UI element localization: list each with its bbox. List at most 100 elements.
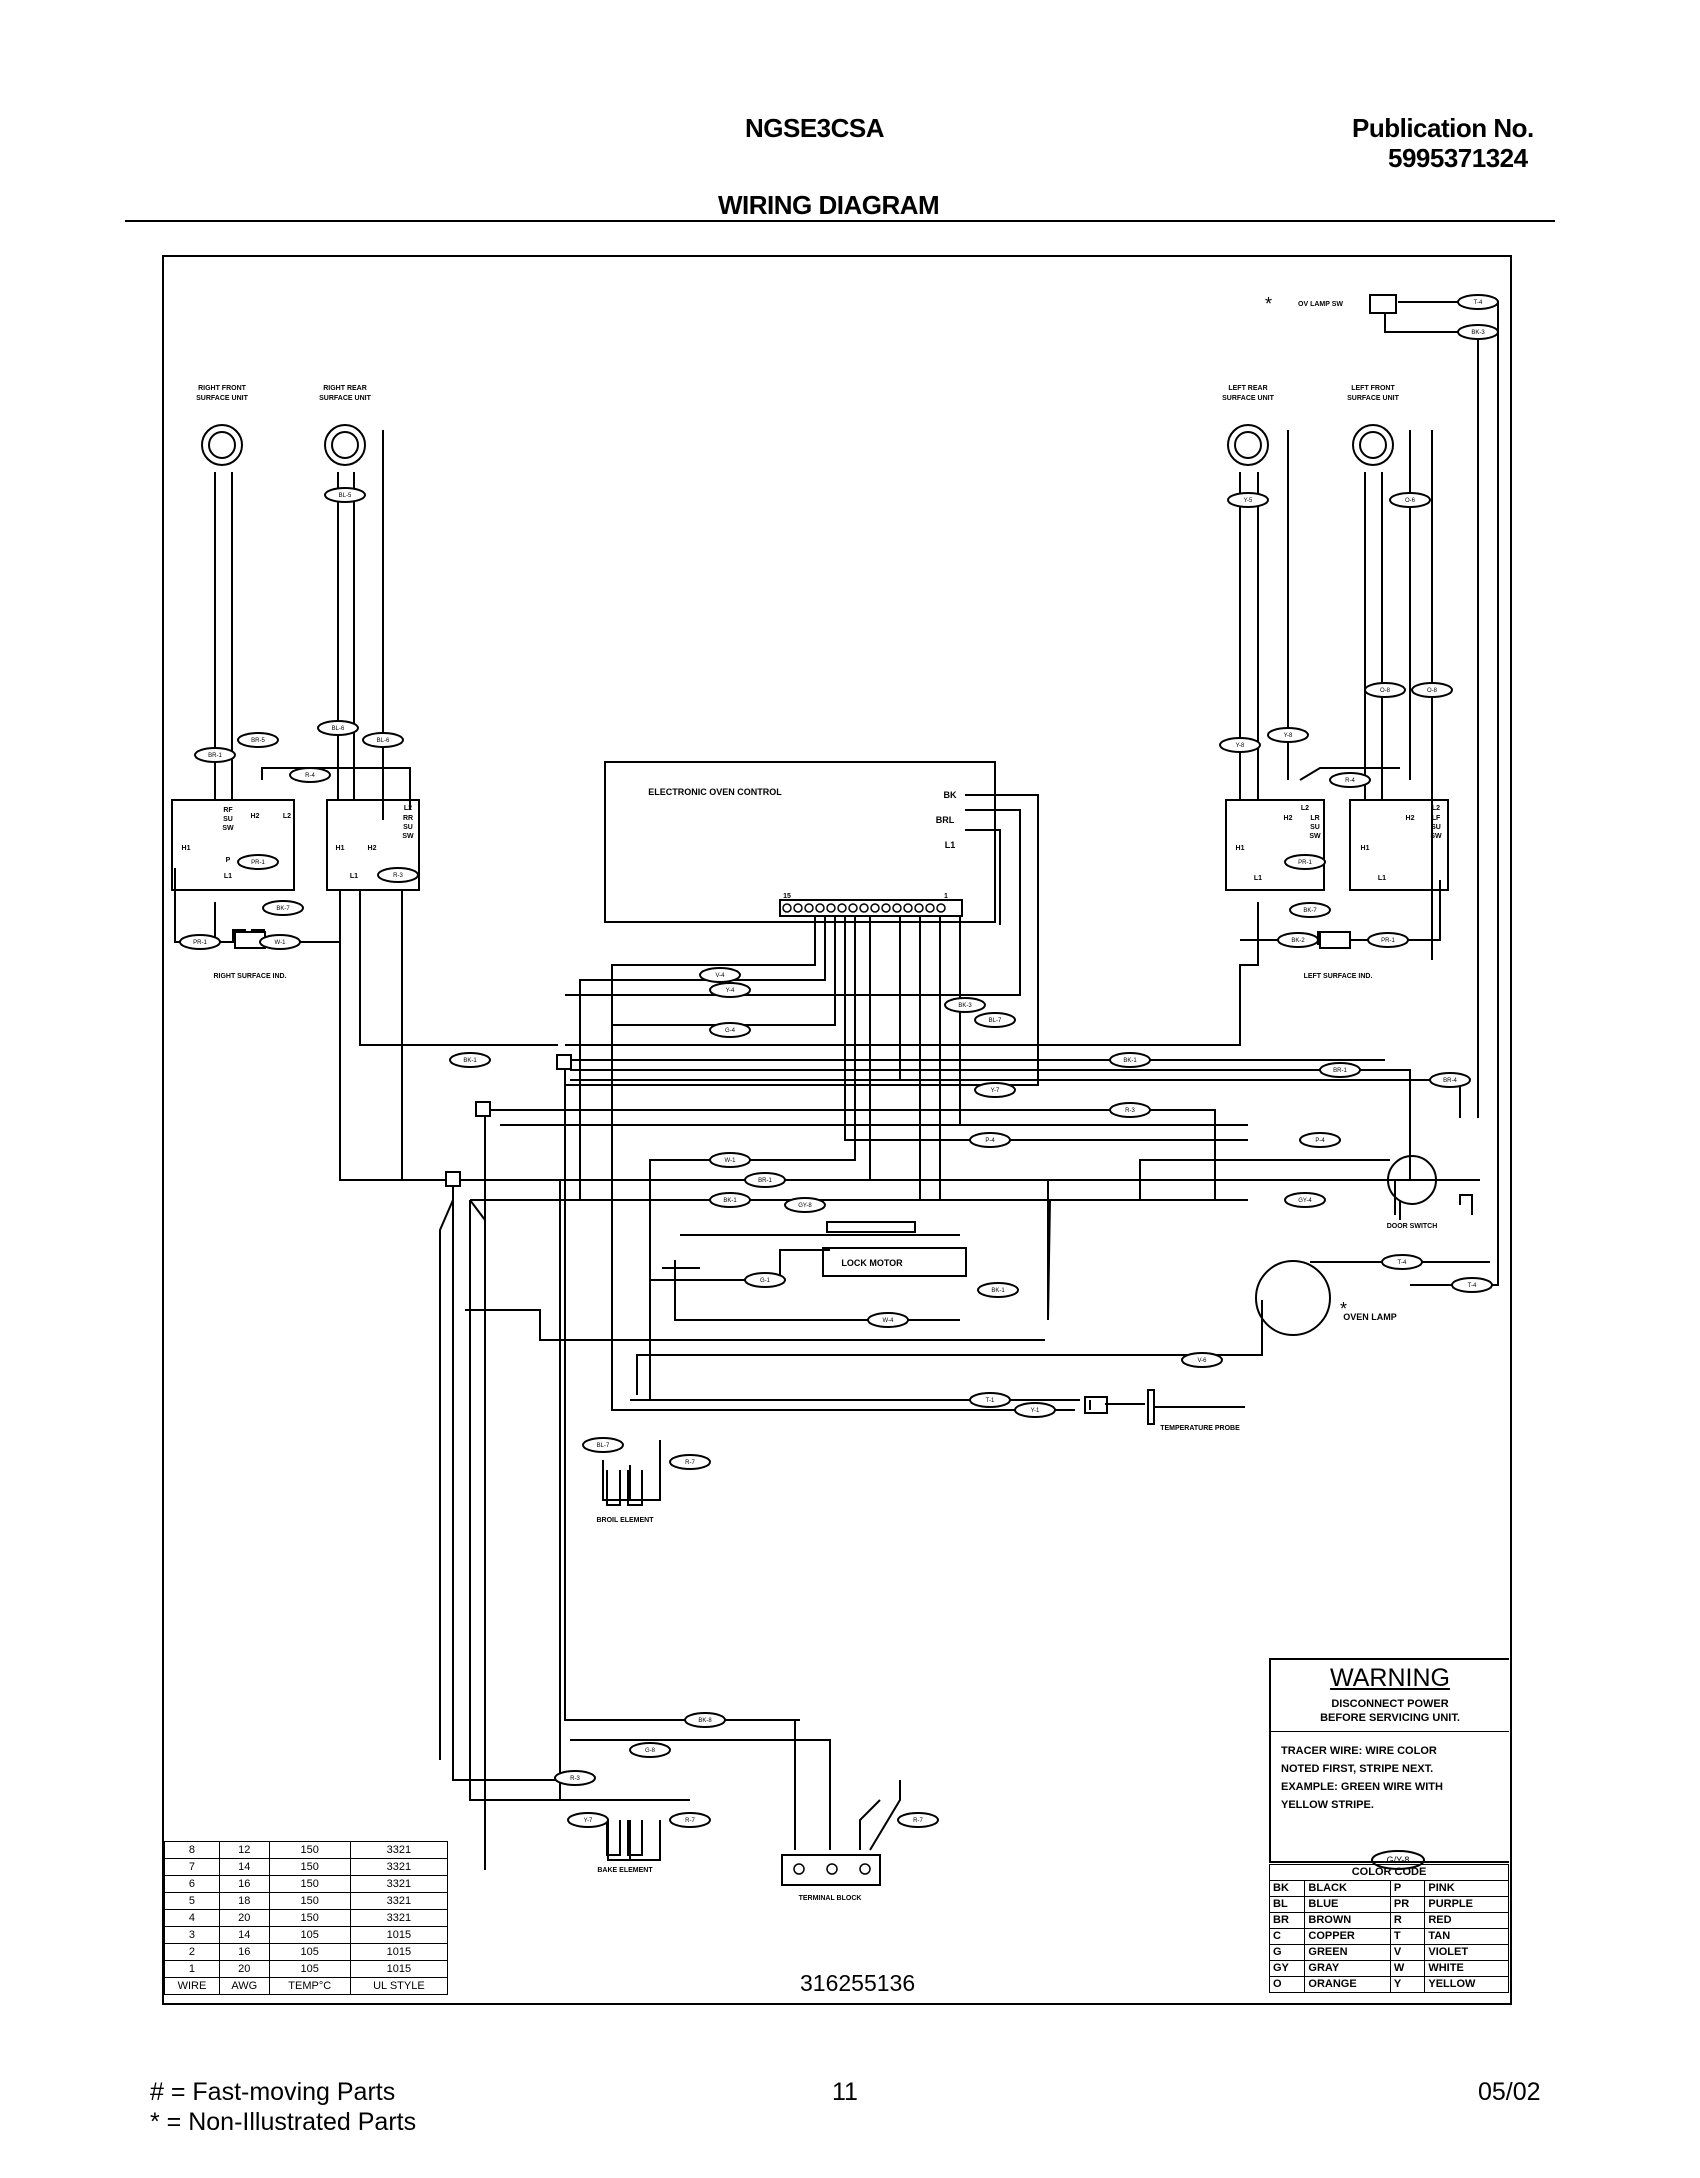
tracer-line: YELLOW STRIPE. — [1281, 1799, 1374, 1811]
lamp-switch-label: OV LAMP SW — [1298, 301, 1343, 308]
terminal-h1: H1 — [182, 845, 191, 852]
publication-label: Publication No. — [1352, 113, 1534, 143]
wire-tag: R-3 — [393, 873, 403, 879]
wire-tag: W-4 — [883, 1318, 895, 1324]
wire-tag: Y-5 — [1244, 498, 1253, 504]
wire-tag: BR-1 — [208, 753, 222, 759]
broil-element-label: BROIL ELEMENT — [596, 1517, 654, 1524]
lf-surface-unit — [1352, 424, 1394, 466]
terminal-h1: H1 — [1361, 845, 1370, 852]
lf-sw-label: SU — [1431, 824, 1441, 831]
wire-tag: W-1 — [725, 1158, 737, 1164]
rf-unit-label: SURFACE UNIT — [196, 395, 248, 402]
junction-blocks — [232, 294, 1397, 1187]
terminal-h1: H1 — [1236, 845, 1245, 852]
legend-fast-moving: # = Fast-moving Parts — [150, 2078, 396, 2106]
wire-tag: BK-7 — [276, 906, 290, 912]
terminal-l2: L2 — [404, 805, 412, 812]
lock-motor-box — [822, 1247, 967, 1277]
wire-tag: T-4 — [1468, 1283, 1477, 1289]
lr-unit-label: LEFT REAR — [1228, 385, 1267, 392]
warning-line: DISCONNECT POWER — [1331, 1698, 1449, 1710]
pin-1-label: 1 — [944, 893, 948, 900]
oven-lamp-shape — [1255, 1260, 1331, 1336]
temp-probe-label: TEMPERATURE PROBE — [1160, 1425, 1240, 1432]
wire-tag: R-7 — [685, 1818, 695, 1824]
terminal-block-label: TERMINAL BLOCK — [799, 1895, 862, 1902]
wire-tag-ovals — [179, 294, 1499, 1870]
model-number: NGSE3CSA — [745, 113, 885, 143]
terminal-h2: H2 — [368, 845, 377, 852]
publication-number: 5995371324 — [1388, 143, 1528, 173]
wire-tag: PR-1 — [251, 860, 265, 866]
tracer-line: TRACER WIRE: WIRE COLOR — [1281, 1745, 1437, 1757]
control-l1: L1 — [945, 840, 956, 850]
terminal-l2: L2 — [1301, 805, 1309, 812]
lr-sw-label: SU — [1310, 824, 1320, 831]
wire-tag: P-4 — [1315, 1138, 1325, 1144]
wire-tag: BL-7 — [597, 1443, 610, 1449]
legend-non-illustrated: * = Non-Illustrated Parts — [150, 2108, 417, 2136]
wire-tag: GY-4 — [1298, 1198, 1312, 1204]
lr-sw-label: LR — [1310, 815, 1319, 822]
surface-unit-coils — [201, 424, 1394, 466]
warning-line: BEFORE SERVICING UNIT. — [1320, 1712, 1460, 1724]
rr-surface-unit — [324, 424, 366, 466]
indicator-lights — [234, 931, 1351, 949]
rr-switch-box — [326, 799, 420, 891]
terminal-block-box — [781, 1854, 881, 1886]
wire-tag: BK-3 — [958, 1003, 972, 1009]
rr-sw-label: SU — [403, 824, 413, 831]
tracer-note: TRACER WIRE: WIRE COLOR NOTED FIRST, STR… — [1271, 1742, 1509, 1814]
wire-tag: BL-5 — [339, 493, 352, 499]
wire-tag: BR-1 — [758, 1178, 772, 1184]
section-title: WIRING DIAGRAM — [718, 190, 940, 220]
wire-tag: R-4 — [1345, 778, 1355, 784]
probe-stem — [1147, 1389, 1155, 1425]
control-connector — [779, 899, 963, 917]
wire-tag: R-7 — [913, 1818, 923, 1824]
wire-tag: BL-6 — [332, 726, 345, 732]
wire-tag: Y-8 — [1236, 743, 1245, 749]
wire-tag: Y-1 — [1031, 1408, 1040, 1414]
rf-unit-label: RIGHT FRONT — [198, 385, 247, 392]
wire-tag: T-1 — [986, 1398, 995, 1404]
wire-tag: R-3 — [1125, 1108, 1135, 1114]
wire-tag: GY-8 — [798, 1203, 812, 1209]
lf-switch-box — [1349, 799, 1449, 891]
rf-switch-box — [171, 799, 295, 891]
oven-lamp-label: OVEN LAMP — [1343, 1312, 1397, 1322]
right-ind-label: RIGHT SURFACE IND. — [213, 973, 286, 980]
lr-sw-label: SW — [1309, 833, 1321, 840]
wire-tag: O-8 — [1427, 688, 1438, 694]
lr-surface-unit — [1227, 424, 1269, 466]
lr-unit-label: SURFACE UNIT — [1222, 395, 1274, 402]
lock-motor-label: LOCK MOTOR — [841, 1258, 903, 1268]
terminal-h1: H1 — [336, 845, 345, 852]
wire-tag: BK-7 — [1303, 908, 1317, 914]
rr-sw-label: RR — [403, 815, 413, 822]
wire-tag: O-6 — [1405, 498, 1416, 504]
wire-tag: G-1 — [760, 1278, 771, 1284]
page-number: 11 — [832, 2078, 858, 2106]
broil-element-shape — [606, 1470, 621, 1506]
lf-unit-label: LEFT FRONT — [1351, 385, 1395, 392]
wire-tag: BK-2 — [1291, 938, 1305, 944]
warning-title: WARNING — [1330, 1664, 1450, 1692]
control-box — [604, 761, 996, 923]
wire-tag: P-4 — [985, 1138, 995, 1144]
pin-15-label: 15 — [783, 893, 791, 900]
wire-tag: G-4 — [725, 1028, 736, 1034]
wire-tag: Y-7 — [584, 1818, 593, 1824]
wire-tag: R-4 — [305, 773, 315, 779]
wire-tag: R-3 — [570, 1776, 580, 1782]
wire-tag: PR-1 — [1298, 860, 1312, 866]
